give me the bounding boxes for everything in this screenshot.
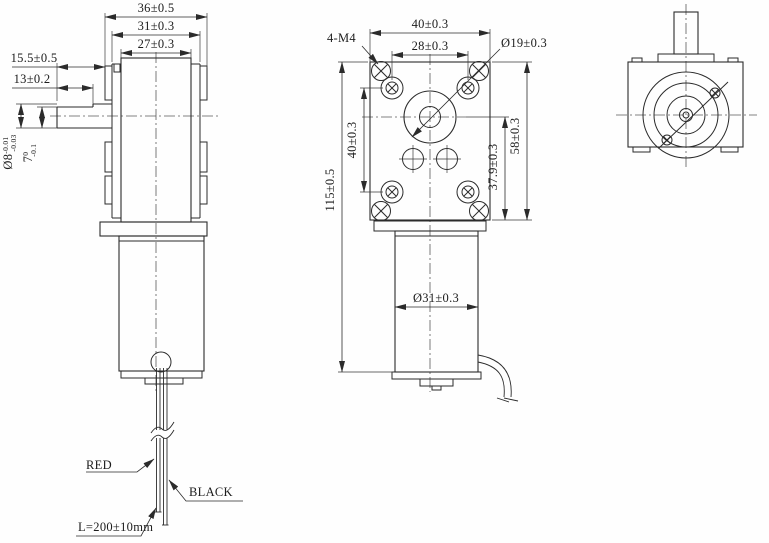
wire-grommet xyxy=(150,351,172,373)
concentric-circles xyxy=(642,71,730,159)
wire-length-label: L=200±10mm xyxy=(78,520,153,534)
shaft-boss xyxy=(403,90,457,144)
through-hole xyxy=(433,145,461,173)
motor-wire xyxy=(477,361,505,398)
dim-hole-spacing-horizontal-label: 28±0.3 xyxy=(412,39,449,53)
dim-hole-spacing-horizontal: 28±0.3 xyxy=(391,39,469,80)
output-shaft xyxy=(56,103,112,129)
motor-body-front xyxy=(373,220,519,403)
through-hole xyxy=(399,145,427,173)
top-screw xyxy=(661,134,673,146)
dim-motor-diameter: Ø31±0.3 xyxy=(394,291,479,310)
top-view xyxy=(616,4,757,168)
dim-shaft-length: 15.5±0.5 xyxy=(11,51,106,101)
motor-wire xyxy=(477,354,512,398)
corner-screw xyxy=(469,61,489,81)
dim-shaft-center-to-bottom-label: 37.9±0.3 xyxy=(486,144,500,191)
label-mounting-holes: 4-M4 xyxy=(327,31,379,65)
dim-shaft-center-to-bottom: 37.9±0.3 xyxy=(486,116,508,221)
wire-break-mark xyxy=(150,429,175,442)
dim-shaft-flat-length-label: 13±0.2 xyxy=(14,72,51,86)
wire-label-length: L=200±10mm xyxy=(76,507,157,537)
gearbox-flange xyxy=(99,221,208,237)
front-view: 40±0.3 28±0.3 4-M4 Ø19±0.3 40±0.3 115±0.… xyxy=(323,17,547,403)
clip-detail xyxy=(113,63,121,73)
corner-screw xyxy=(371,201,391,221)
dim-face-height: 58±0.3 xyxy=(492,61,532,221)
dim-motor-diameter-label: Ø31±0.3 xyxy=(413,291,459,305)
bottom-boss xyxy=(419,378,454,387)
m4-hole xyxy=(456,180,480,204)
dim-hole-spacing-vertical-label: 40±0.3 xyxy=(345,122,359,159)
dim-mid-width: 31±0.3 xyxy=(111,19,201,62)
dim-shaft-diameter: Ø8-0.01-0.03 xyxy=(1,103,57,170)
wire-red-label: RED xyxy=(86,458,112,472)
gearbox-body xyxy=(99,57,208,237)
m4-hole xyxy=(380,76,404,100)
m4-hole xyxy=(380,180,404,204)
side-view: 36±0.5 31±0.3 27±0.3 15.5±0.5 13±0.2 xyxy=(1,1,243,537)
wire-black-label: BLACK xyxy=(189,485,233,499)
m4-hole xyxy=(456,76,480,100)
dim-shaft-flat-length: 13±0.2 xyxy=(12,72,94,104)
dim-shaft-length-label: 15.5±0.5 xyxy=(11,51,58,65)
shaft-hole xyxy=(419,106,441,128)
motor-body-side xyxy=(118,235,205,385)
dim-shaft-flat-height-label: 70-0.1 xyxy=(21,144,38,163)
dim-mid-width-label: 31±0.3 xyxy=(138,19,175,33)
dim-overall-width-label: 36±0.5 xyxy=(138,1,175,15)
dim-boss-diameter-label: Ø19±0.3 xyxy=(501,36,547,50)
dim-hole-spacing-vertical: 40±0.3 xyxy=(345,87,383,193)
dim-face-width: 40±0.3 xyxy=(369,17,491,62)
dim-shaft-diameter-label: Ø8-0.01-0.03 xyxy=(1,134,18,169)
dim-body-width-label: 27±0.3 xyxy=(138,37,175,51)
wire-label-black: BLACK xyxy=(168,479,243,502)
dim-face-width-label: 40±0.3 xyxy=(412,17,449,31)
wire-break-mark xyxy=(150,421,175,434)
corner-screw xyxy=(469,201,489,221)
dim-body-width: 27±0.3 xyxy=(120,37,192,58)
wire-label-red: RED xyxy=(86,458,155,473)
dim-face-height-label: 58±0.3 xyxy=(508,118,522,155)
top-screw xyxy=(709,87,721,99)
dim-shaft-flat-height: 70-0.1 xyxy=(21,106,57,163)
dim-overall-height-label: 115±0.5 xyxy=(323,169,337,212)
dim-overall-width: 36±0.5 xyxy=(104,1,208,68)
dim-boss-diameter: Ø19±0.3 xyxy=(411,36,547,138)
corner-screw xyxy=(371,61,391,81)
dim-overall-height: 115±0.5 xyxy=(323,61,393,373)
mounting-holes-label: 4-M4 xyxy=(327,31,356,45)
lead-wires xyxy=(150,368,175,526)
